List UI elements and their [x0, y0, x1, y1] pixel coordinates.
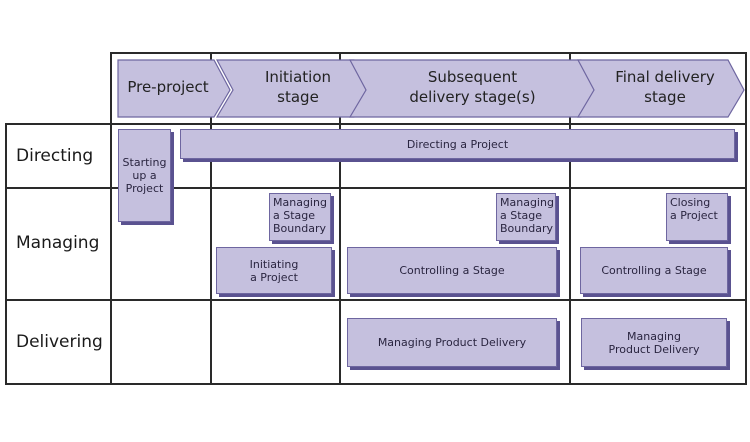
stage-chevron-pre-project	[117, 59, 231, 118]
process-controlling-a-stage-subsequent: Controlling a Stage	[347, 247, 557, 294]
grid-line	[5, 383, 746, 385]
grid-line	[339, 52, 341, 385]
grid-line	[110, 52, 112, 385]
grid-line	[5, 187, 746, 189]
stage-label-final: Final delivery stage	[615, 68, 715, 106]
grid-line	[110, 52, 746, 54]
grid-line	[569, 52, 571, 385]
grid-line	[5, 123, 746, 125]
stage-label-initiation: Initiation stage	[264, 68, 332, 106]
row-label-directing: Directing	[16, 146, 94, 166]
stage-chevron-final	[576, 59, 745, 118]
stage-label-subsequent: Subsequent delivery stage(s)	[409, 68, 536, 106]
process-managing-stage-boundary-subsequent: Managing a Stage Boundary	[496, 193, 556, 241]
process-managing-stage-boundary-initiation: Managing a Stage Boundary	[269, 193, 331, 241]
grid-line	[210, 52, 212, 385]
stage-label-pre-project: Pre-project	[127, 78, 209, 96]
grid-line	[5, 299, 746, 301]
process-starting-up-a-project: Starting up a Project	[118, 129, 171, 222]
process-managing-product-delivery-subsequent: Managing Product Delivery	[347, 318, 557, 367]
grid-line	[5, 123, 7, 385]
grid-line	[745, 52, 747, 385]
process-closing-a-project: Closing a Project	[666, 193, 728, 241]
process-directing-a-project: Directing a Project	[180, 129, 735, 159]
process-controlling-a-stage-final: Controlling a Stage	[580, 247, 728, 294]
process-managing-product-delivery-final: Managing Product Delivery	[581, 318, 727, 367]
row-label-managing: Managing	[16, 233, 100, 253]
process-initiating-a-project: Initiating a Project	[216, 247, 332, 294]
row-label-delivering: Delivering	[16, 332, 103, 352]
